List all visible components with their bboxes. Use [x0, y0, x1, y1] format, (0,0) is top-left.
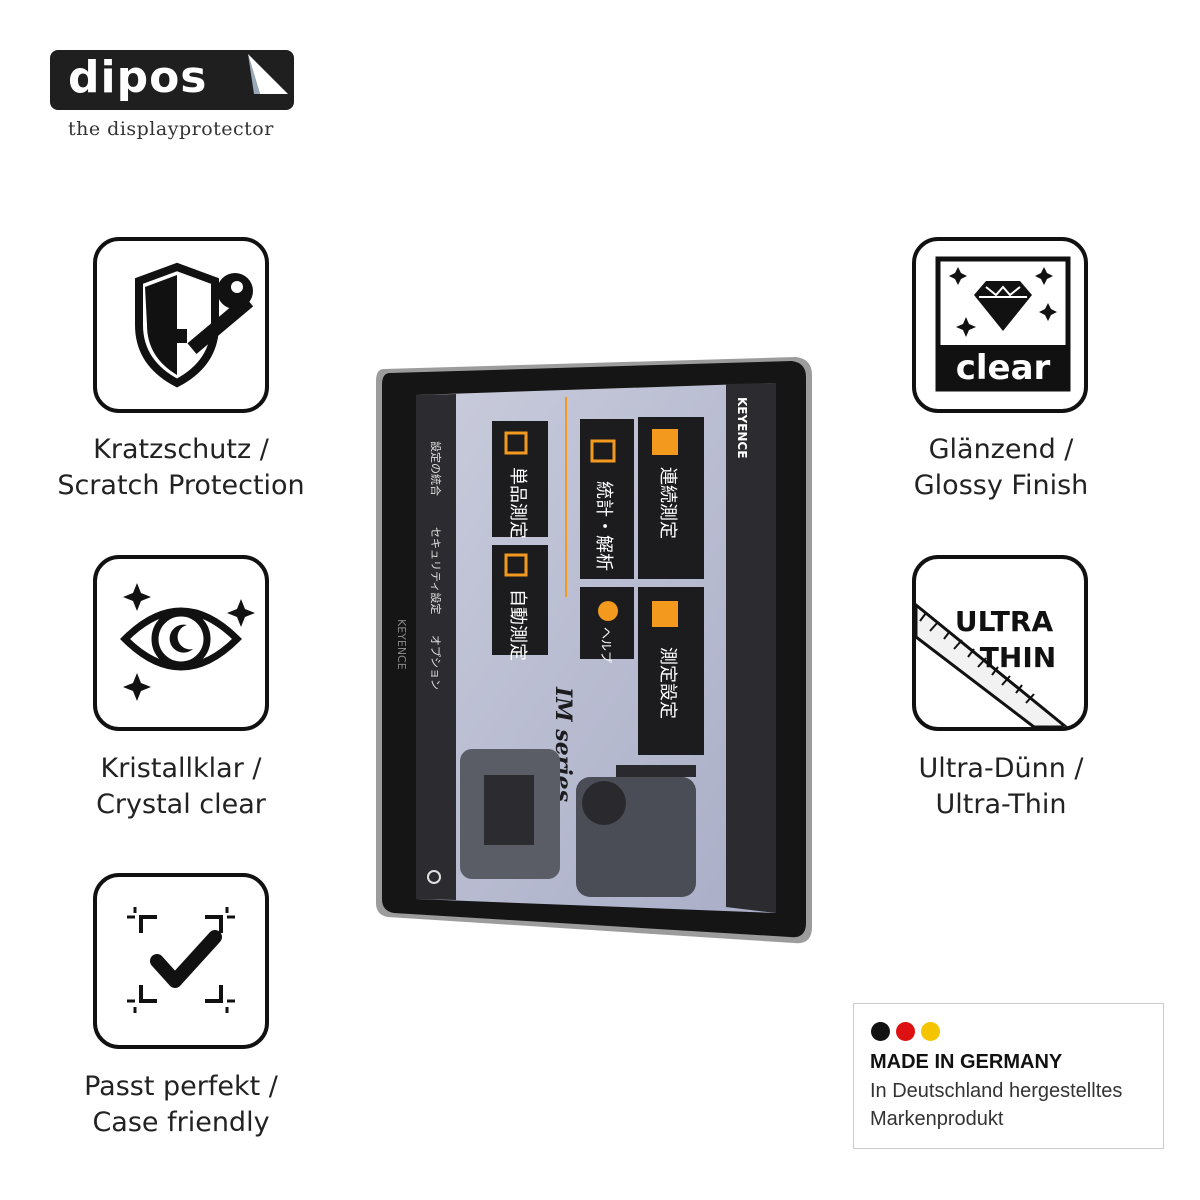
device-photo: 設定の統合 セキュリティ設定 オプション KEYENCE KEYENCE 連続測…	[376, 357, 812, 944]
case-friendly-card	[93, 873, 269, 1049]
feature-label-de: Kristallklar /	[100, 753, 262, 784]
tile-single: 単品測定	[507, 467, 528, 539]
feature-label-en: Scratch Protection	[57, 470, 305, 501]
badge-line-1: In Deutschland hergestelltes	[870, 1080, 1123, 1102]
flag-dot-black	[871, 1022, 890, 1041]
tile-settings: 測定設定	[657, 647, 678, 719]
flag-dot-gold	[921, 1022, 940, 1041]
feature-label: Passt perfekt / Case friendly	[21, 1069, 341, 1141]
feature-label-de: Passt perfekt /	[84, 1071, 278, 1102]
check-frame-icon	[127, 907, 235, 1013]
brand-name: dipos	[68, 52, 208, 103]
screen-brand: KEYENCE	[735, 397, 749, 458]
ultra-icon-text: ULTRA	[955, 605, 1054, 638]
feature-label: Ultra-Dünn / Ultra-Thin	[841, 751, 1161, 823]
feature-label-de: Glänzend /	[928, 434, 1074, 465]
tile-continuous: 連続測定	[657, 467, 678, 539]
clear-icon-text: clear	[956, 348, 1051, 388]
ruler-ultra-thin-icon: ULTRA THIN	[916, 603, 1069, 727]
scratch-protection-card	[93, 237, 269, 413]
sidebar-item-integration: 設定の統合	[429, 441, 443, 496]
feature-label-en: Crystal clear	[96, 789, 266, 820]
page-curl-icon	[248, 54, 288, 94]
crystal-clear-card	[93, 555, 269, 731]
eye-sparkle-icon	[120, 583, 255, 701]
badge-line-2: Markenprodukt	[870, 1108, 1004, 1130]
tile-statistics: 統計・解析	[593, 481, 614, 571]
tile-help: ヘルプ	[599, 627, 613, 663]
glossy-finish-card: clear	[912, 237, 1088, 413]
feature-label-de: Kratzschutz /	[93, 434, 269, 465]
ultra-thin-card: ULTRA THIN	[912, 555, 1088, 731]
diamond-clear-icon: clear	[935, 256, 1071, 392]
feature-label-en: Glossy Finish	[913, 470, 1089, 501]
feature-label: Kratzschutz / Scratch Protection	[21, 432, 341, 504]
feature-label-de: Ultra-Dünn /	[918, 753, 1084, 784]
brand-tagline: the displayprotector	[68, 118, 274, 140]
flag-dot-red	[896, 1022, 915, 1041]
power-icon	[427, 870, 441, 884]
frame-brand: KEYENCE	[395, 619, 408, 670]
sidebar-item-options: オプション	[429, 635, 442, 690]
tile-auto: 自動測定	[507, 589, 528, 661]
feature-label-en: Case friendly	[92, 1107, 270, 1138]
thin-icon-text: THIN	[980, 641, 1056, 674]
sidebar-item-security: セキュリティ設定	[429, 527, 443, 614]
feature-label-en: Ultra-Thin	[935, 789, 1067, 820]
shield-key-icon	[135, 262, 254, 388]
feature-label: Kristallklar / Crystal clear	[21, 751, 341, 823]
badge-title: MADE IN GERMANY	[870, 1051, 1063, 1073]
feature-label: Glänzend / Glossy Finish	[841, 432, 1161, 504]
